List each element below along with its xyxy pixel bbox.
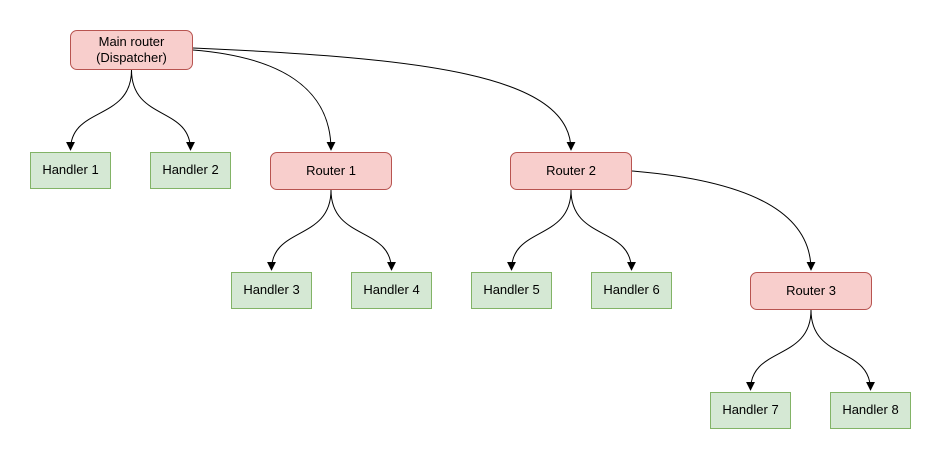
- edge-main-router-to-handler1: [66, 69, 132, 151]
- node-main-router: Main router (Dispatcher): [70, 30, 193, 70]
- edge-main-router-to-router1: [192, 49, 336, 151]
- edge-router2-to-handler6: [570, 189, 636, 271]
- edge-main-router-to-handler2: [131, 69, 195, 151]
- node-handler-8: Handler 8: [830, 392, 911, 429]
- node-handler-3: Handler 3: [231, 272, 312, 309]
- node-handler-6: Handler 6: [591, 272, 672, 309]
- node-handler-2: Handler 2: [150, 152, 231, 189]
- node-handler-6-label: Handler 6: [603, 282, 660, 298]
- node-handler-7-label: Handler 7: [722, 402, 779, 418]
- node-router-3: Router 3: [750, 272, 872, 310]
- edge-router3-to-handler7: [746, 309, 812, 391]
- node-handler-5-label: Handler 5: [483, 282, 540, 298]
- node-handler-8-label: Handler 8: [842, 402, 899, 418]
- node-handler-4-label: Handler 4: [363, 282, 420, 298]
- node-router-3-label: Router 3: [786, 282, 836, 298]
- node-handler-1-label: Handler 1: [42, 162, 99, 178]
- edge-router2-to-handler5: [507, 189, 572, 271]
- node-main-router-label: Main router (Dispatcher): [96, 33, 167, 65]
- node-handler-7: Handler 7: [710, 392, 791, 429]
- node-handler-5: Handler 5: [471, 272, 552, 309]
- edge-router1-to-handler4: [330, 189, 396, 271]
- node-router-2-label: Router 2: [546, 162, 596, 178]
- node-handler-3-label: Handler 3: [243, 282, 300, 298]
- node-router-2: Router 2: [510, 152, 632, 190]
- node-handler-2-label: Handler 2: [162, 162, 219, 178]
- edge-router2-to-router3: [631, 170, 816, 271]
- node-router-1: Router 1: [270, 152, 392, 190]
- node-handler-1: Handler 1: [30, 152, 111, 189]
- edge-router3-to-handler8: [810, 309, 875, 391]
- node-handler-4: Handler 4: [351, 272, 432, 309]
- edge-main-router-to-router2: [192, 47, 576, 151]
- node-router-1-label: Router 1: [306, 162, 356, 178]
- edge-router1-to-handler3: [267, 189, 332, 271]
